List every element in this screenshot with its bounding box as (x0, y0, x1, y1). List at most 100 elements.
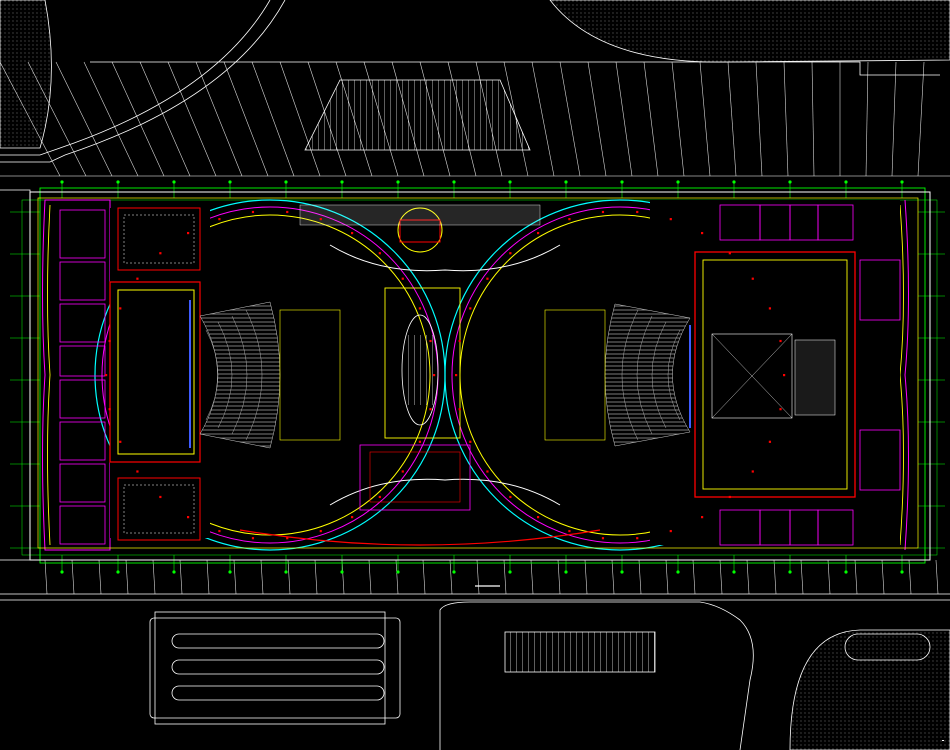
radial-line (615, 61, 633, 177)
axis-bubble (340, 570, 344, 574)
radial-line (800, 559, 804, 595)
radial-line (125, 559, 129, 595)
column (669, 529, 672, 533)
left-stage-red (109, 281, 201, 463)
lower-lobby (359, 444, 471, 511)
stage-wing-block (794, 339, 836, 416)
radial-line (167, 61, 217, 177)
radial-line (665, 559, 669, 595)
central-rotunda-room (399, 219, 441, 243)
site-curve-left (0, 0, 271, 156)
parking-island-2 (171, 659, 385, 675)
central-canopy-top (329, 244, 561, 272)
left-foyer (279, 309, 341, 441)
column (768, 440, 772, 443)
axis-bubble (60, 180, 64, 184)
radial-line (773, 559, 777, 595)
column (319, 529, 322, 533)
column (469, 307, 472, 310)
radial-line (447, 61, 477, 177)
mask-right (650, 200, 900, 545)
axis-bubble (564, 570, 568, 574)
axis-bubble (564, 180, 568, 184)
axis-frame (39, 187, 926, 564)
radial-line (335, 61, 373, 177)
axis-bubble (508, 570, 512, 574)
radial-line (363, 61, 399, 177)
column (286, 210, 289, 214)
column (751, 277, 754, 280)
axis-bubble (620, 570, 624, 574)
radial-line (152, 559, 156, 595)
parking-outline (154, 611, 386, 725)
radial-line (391, 61, 425, 177)
radial-line (671, 61, 685, 177)
radial-line (531, 61, 555, 177)
axis-bubble (732, 570, 736, 574)
top-terrace-hatch (299, 204, 541, 226)
radial-line (314, 559, 318, 595)
left-rooms (59, 209, 106, 545)
column (768, 307, 772, 310)
column (429, 408, 432, 411)
column (401, 470, 404, 473)
column (251, 210, 255, 214)
column (433, 374, 436, 377)
radial-line (755, 61, 763, 177)
radial-line (476, 559, 480, 595)
radial-line (449, 559, 453, 595)
column (136, 277, 139, 280)
column (319, 218, 322, 221)
column (187, 516, 190, 519)
radial-line (44, 559, 48, 595)
radial-line (719, 559, 723, 595)
room (59, 379, 106, 419)
building (29, 191, 931, 561)
axis-bubble (340, 180, 344, 184)
column (509, 495, 512, 499)
radial-line (643, 61, 659, 177)
room (817, 509, 854, 546)
axis-bubble (116, 570, 120, 574)
site-curve-left-2 (0, 0, 286, 163)
radial-line (692, 559, 696, 595)
axis-bubble (788, 570, 792, 574)
axis-bubble (284, 180, 288, 184)
column (537, 516, 540, 519)
axis-bubble (676, 570, 680, 574)
column (108, 339, 111, 343)
column (779, 339, 782, 343)
title-block (942, 726, 944, 746)
room (859, 259, 901, 321)
drawing-title (942, 740, 944, 741)
axis-ticks (10, 180, 945, 574)
column (455, 374, 458, 377)
radial-line (935, 559, 939, 595)
plaza-bottom (439, 601, 754, 750)
radial-line (587, 61, 607, 177)
central-stair (405, 335, 435, 405)
left-stage (117, 289, 195, 455)
column (469, 440, 472, 443)
column (751, 470, 754, 473)
axis-bubble (396, 570, 400, 574)
radial-line (638, 559, 642, 595)
column (108, 408, 111, 411)
drop-off-island (844, 633, 931, 661)
radial-line (422, 559, 426, 595)
lower-lobby-inner (369, 451, 461, 503)
radial-line (307, 61, 347, 177)
column (568, 218, 571, 221)
left-room-bottom (117, 477, 201, 541)
right-seating-row (636, 315, 653, 435)
structural-columns (105, 210, 786, 540)
radial-line (27, 61, 87, 177)
column (728, 495, 731, 499)
axis-bubble (172, 570, 176, 574)
radial-line (891, 61, 897, 177)
radial-line (699, 61, 711, 177)
ramp-bottom (504, 631, 656, 673)
axis-bubble (396, 180, 400, 184)
column (458, 408, 461, 411)
axis-frame-outer (21, 199, 938, 556)
